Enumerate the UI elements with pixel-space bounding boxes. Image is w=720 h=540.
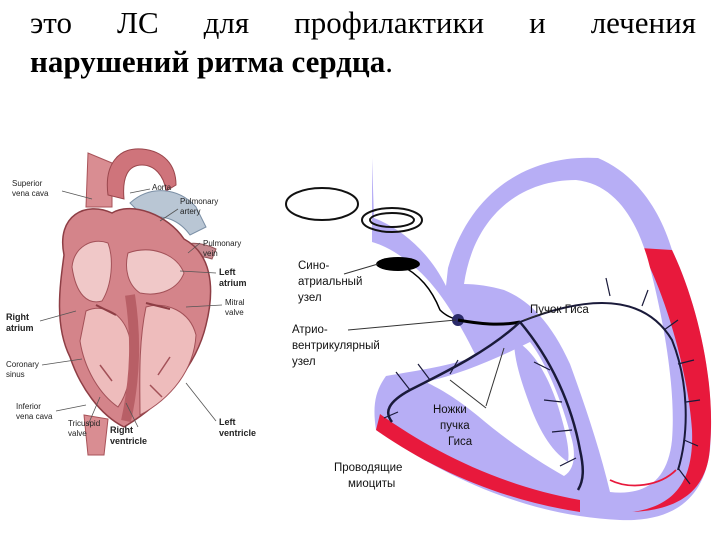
label-right-atrium-2: atrium bbox=[6, 323, 34, 333]
label-superior-vena-cava: Superior bbox=[12, 179, 43, 188]
label-bundle-branches-2: пучка bbox=[440, 420, 470, 432]
conduction-pathways bbox=[376, 257, 687, 491]
heading-line-2: нарушений ритма сердца. bbox=[30, 44, 393, 80]
label-bundle-branches-3: Гиса bbox=[448, 436, 473, 448]
heading-line-1: это ЛС для профилактики и лечения bbox=[30, 5, 696, 41]
label-bundle-his: Пучок Гиса bbox=[530, 304, 589, 316]
label-right-ventricle: Right bbox=[110, 425, 133, 435]
label-pulmonary-artery-2: artery bbox=[180, 207, 200, 216]
label-sa-node: Сино- bbox=[298, 260, 329, 272]
label-coronary-sinus: Coronary bbox=[6, 360, 39, 369]
vessel-rings bbox=[285, 187, 423, 233]
label-av-node-2: вентрикулярный bbox=[292, 340, 380, 352]
label-right-atrium: Right bbox=[6, 312, 29, 322]
heading-word: для bbox=[203, 5, 250, 40]
heading-word: это bbox=[30, 5, 72, 40]
purkinje-fibers bbox=[383, 277, 701, 485]
label-left-ventricle: Left bbox=[219, 417, 236, 427]
label-conducting-myocytes-2: миоциты bbox=[348, 478, 395, 490]
label-bundle-branches: Ножки bbox=[433, 404, 467, 416]
label-left-ventricle-2: ventricle bbox=[219, 428, 256, 438]
label-pulmonary-artery: Pulmonary bbox=[180, 197, 218, 206]
label-pulmonary-vein: Pulmonary bbox=[203, 239, 241, 248]
label-av-node-3: узел bbox=[292, 356, 316, 368]
label-av-node: Атрио- bbox=[292, 324, 328, 336]
heading-word: профилактики bbox=[294, 5, 485, 40]
label-sa-node-2: атриальный bbox=[298, 276, 362, 288]
anatomy-heart-drawing bbox=[58, 148, 217, 456]
conduction-leader-lines bbox=[343, 263, 553, 409]
heading-word: ЛС bbox=[116, 5, 159, 40]
label-mitral-valve: Mitral bbox=[225, 298, 245, 307]
anatomy-leader-lines bbox=[39, 188, 223, 428]
label-sa-node-3: узел bbox=[298, 292, 322, 304]
heading-bold-text: нарушений ритма сердца bbox=[30, 44, 386, 79]
label-coronary-sinus-2: sinus bbox=[6, 370, 25, 379]
label-left-atrium-2: atrium bbox=[219, 278, 247, 288]
heading-word: лечения bbox=[590, 5, 696, 40]
label-inferior-vena-cava: Inferior bbox=[16, 402, 41, 411]
label-inferior-vena-cava-2: vena cava bbox=[16, 412, 53, 421]
label-left-atrium: Left bbox=[219, 267, 236, 277]
label-right-ventricle-2: ventricle bbox=[110, 436, 147, 446]
label-pulmonary-vein-2: vein bbox=[203, 249, 218, 258]
heading-period: . bbox=[385, 44, 393, 79]
label-tricuspid-valve-2: valve bbox=[68, 429, 87, 438]
conduction-system-diagram: Сино-атриальный узел Пучок Гиса Атрио-вен… bbox=[285, 157, 712, 521]
label-conducting-myocytes: Проводящие bbox=[334, 462, 402, 474]
label-mitral-valve-2: valve bbox=[225, 308, 244, 317]
label-tricuspid-valve: Tricuspid bbox=[68, 419, 100, 428]
label-aorta: Aorta bbox=[152, 183, 172, 192]
conduction-heart-walls bbox=[372, 157, 712, 521]
label-superior-vena-cava-2: vena cava bbox=[12, 189, 49, 198]
heading-word: и bbox=[529, 5, 546, 40]
